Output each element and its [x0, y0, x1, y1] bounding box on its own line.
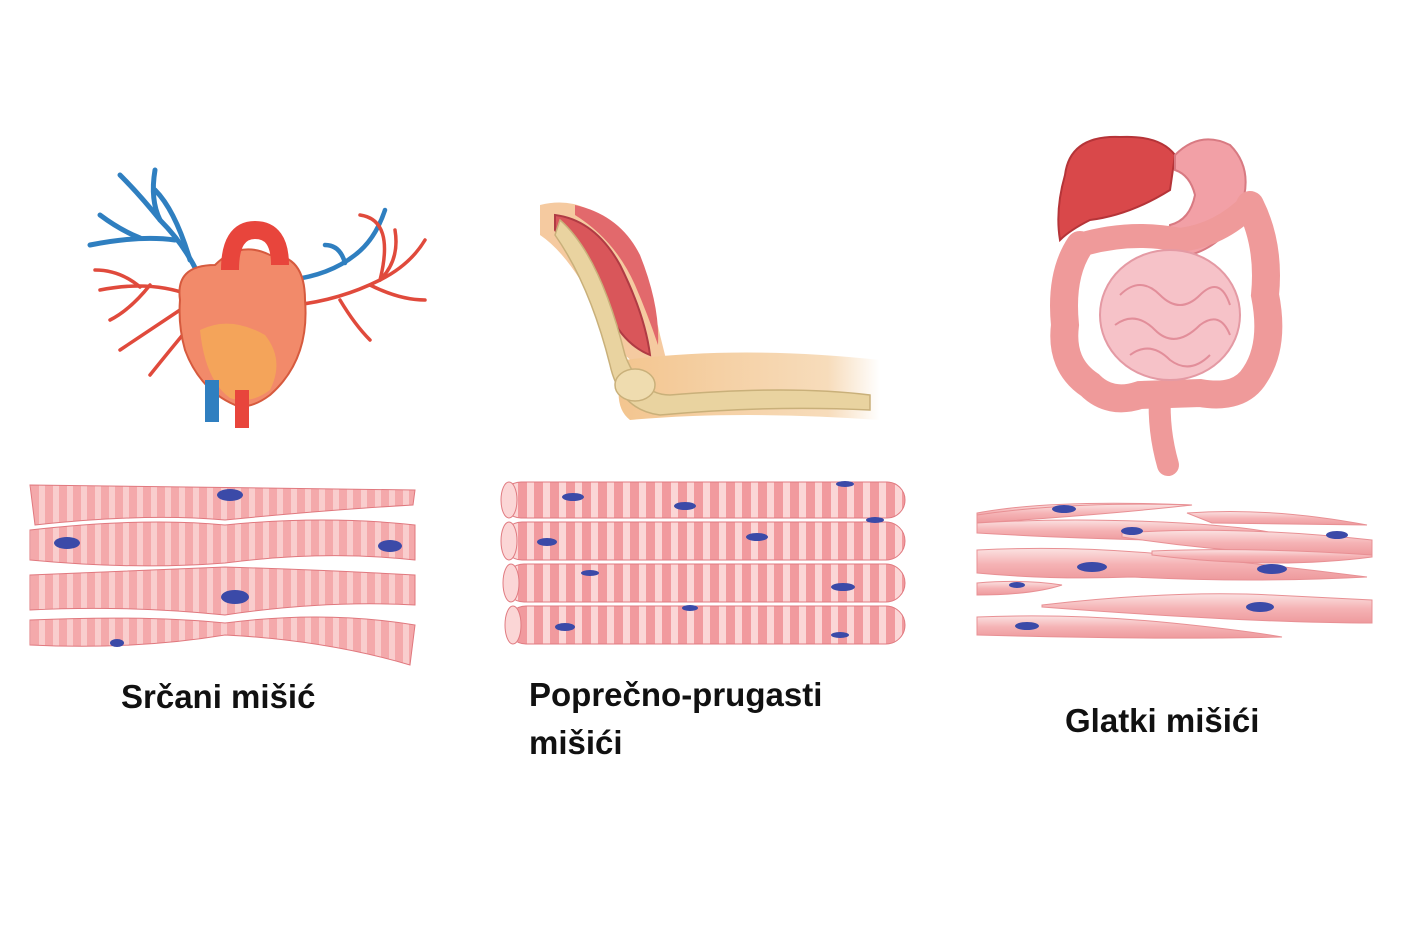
smooth-muscle-label: Glatki mišići	[1065, 702, 1260, 739]
nucleus	[1326, 531, 1348, 539]
nucleus	[746, 533, 768, 541]
skeletal-muscle-label-line1: Poprečno-prugasti	[529, 676, 823, 713]
arm-elbow-illustration	[540, 202, 880, 420]
nucleus	[581, 570, 599, 576]
cardiac-muscle-fibers	[29, 484, 416, 666]
nucleus	[1121, 527, 1143, 535]
skeletal-muscle-label-line2: mišići	[529, 724, 623, 761]
nucleus	[1246, 602, 1274, 612]
nucleus	[866, 517, 884, 523]
heart-illustration	[87, 167, 427, 428]
nucleus	[221, 590, 249, 604]
nucleus	[110, 639, 124, 647]
nucleus	[674, 502, 696, 510]
nucleus	[831, 583, 855, 591]
nucleus	[1077, 562, 1107, 572]
digestive-organs-illustration	[1050, 135, 1283, 476]
skeletal-muscle-fibers	[500, 481, 906, 645]
nucleus	[836, 481, 854, 487]
smooth-muscle-fibers	[976, 502, 1373, 639]
cardiac-muscle-label: Srčani mišić	[121, 678, 316, 715]
nucleus	[54, 537, 80, 549]
nucleus	[555, 623, 575, 631]
nucleus	[537, 538, 557, 546]
nucleus	[378, 540, 402, 552]
nucleus	[682, 605, 698, 611]
nucleus	[217, 489, 243, 501]
nucleus	[831, 632, 849, 638]
nucleus	[1257, 564, 1287, 574]
nucleus	[1009, 582, 1025, 588]
nucleus	[1015, 622, 1039, 630]
nucleus	[1052, 505, 1076, 513]
nucleus	[562, 493, 584, 501]
